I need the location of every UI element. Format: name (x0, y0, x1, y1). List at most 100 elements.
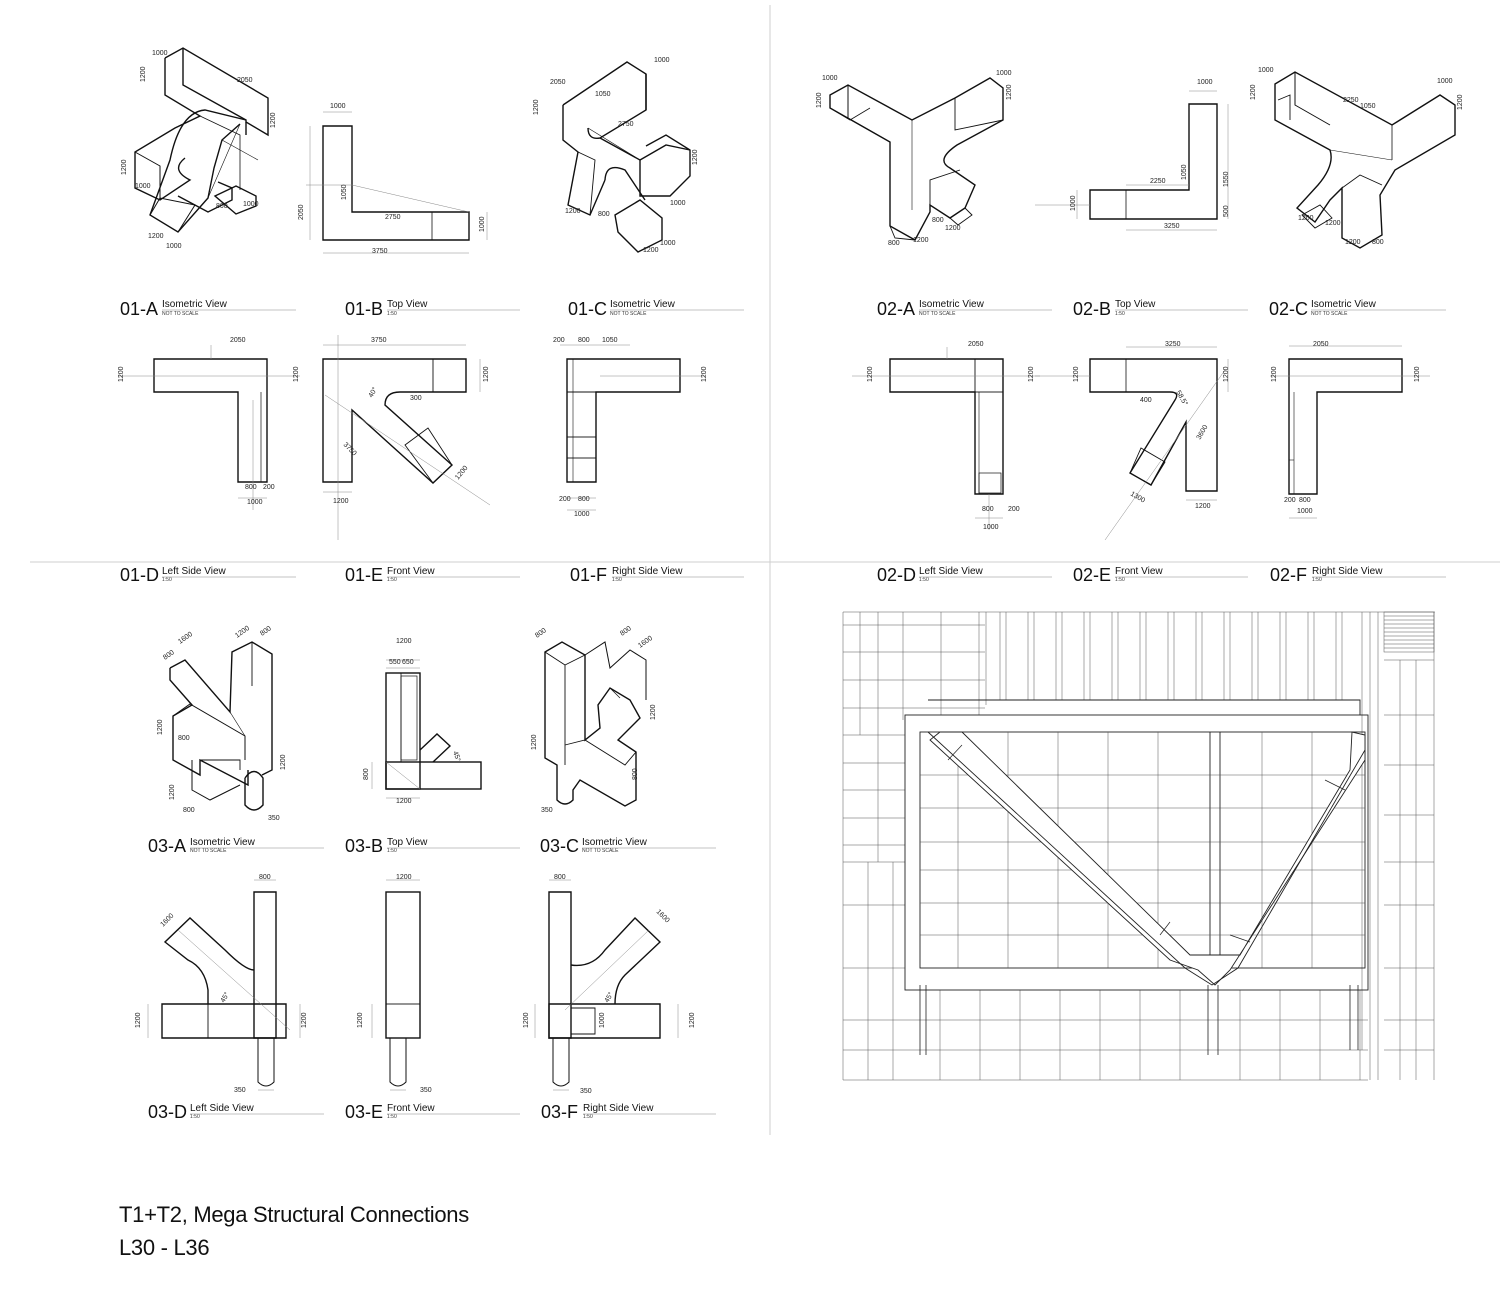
svg-text:800: 800 (632, 768, 639, 780)
svg-text:2050: 2050 (968, 341, 984, 348)
label-01-D: 01-D Left Side View 1:50 (120, 565, 296, 585)
svg-text:800: 800 (1299, 497, 1311, 504)
svg-text:1200: 1200 (1195, 503, 1211, 510)
svg-text:3750: 3750 (371, 337, 387, 344)
svg-text:2050: 2050 (298, 204, 305, 220)
svg-text:Front View: Front View (387, 566, 435, 577)
svg-text:Isometric View: Isometric View (610, 299, 676, 310)
svg-text:1200: 1200 (396, 638, 412, 645)
svg-text:1600: 1600 (159, 912, 175, 928)
svg-text:Isometric View: Isometric View (190, 837, 256, 848)
svg-text:Front View: Front View (387, 1103, 435, 1114)
drawing-02-F (1270, 345, 1430, 519)
svg-text:1:50: 1:50 (919, 577, 929, 583)
svg-text:02-F: 02-F (1270, 565, 1307, 585)
drawing-02-E (1035, 346, 1229, 541)
svg-text:800: 800 (178, 735, 190, 742)
svg-text:01-E: 01-E (345, 565, 383, 585)
svg-text:800: 800 (554, 874, 566, 881)
svg-text:2050: 2050 (1313, 341, 1329, 348)
drawing-03-A (169, 641, 273, 811)
svg-text:03-B: 03-B (345, 836, 383, 856)
svg-text:3250: 3250 (1165, 341, 1181, 348)
svg-text:1200: 1200 (650, 704, 657, 720)
svg-text:1:50: 1:50 (1312, 577, 1322, 583)
label-02-C: 02-C Isometric View NOT TO SCALE (1269, 299, 1446, 319)
svg-text:NOT TO SCALE: NOT TO SCALE (190, 848, 227, 854)
sheet-dividers (30, 5, 1500, 1135)
svg-text:1000: 1000 (822, 75, 838, 82)
label-03-B: 03-B Top View 1:50 (345, 836, 520, 856)
svg-text:2050: 2050 (237, 77, 253, 84)
svg-text:02-C: 02-C (1269, 299, 1308, 319)
svg-text:1000: 1000 (247, 499, 263, 506)
svg-text:1000: 1000 (135, 183, 151, 190)
svg-text:1200: 1200 (1223, 366, 1230, 382)
svg-text:500: 500 (1223, 205, 1230, 217)
svg-text:1000: 1000 (330, 103, 346, 110)
dims-03-B: 1200 550 650 800 45° 1200 (363, 638, 462, 805)
svg-text:1200: 1200 (169, 784, 176, 800)
drawing-02-C (1274, 71, 1456, 249)
svg-text:1200: 1200 (945, 225, 961, 232)
svg-text:1200: 1200 (135, 1012, 142, 1028)
svg-text:200: 200 (1008, 506, 1020, 513)
svg-text:1200: 1200 (483, 366, 490, 382)
dims-03-E: 1200 1200 350 (357, 874, 432, 1094)
svg-text:1200: 1200 (121, 159, 128, 175)
svg-text:1600: 1600 (637, 635, 654, 650)
svg-text:Front View: Front View (1115, 566, 1163, 577)
svg-text:1200: 1200 (1414, 366, 1421, 382)
label-03-E: 03-E Front View 1:50 (345, 1102, 520, 1122)
svg-text:1200: 1200 (454, 465, 469, 482)
label-02-B: 02-B Top View 1:50 (1073, 299, 1248, 319)
svg-text:1000: 1000 (243, 201, 259, 208)
svg-text:45°: 45° (603, 991, 615, 1004)
svg-text:2250: 2250 (1150, 178, 1166, 185)
facade-louvres (1383, 611, 1435, 1080)
svg-text:1:50: 1:50 (583, 1114, 593, 1120)
view-labels: 01-A Isometric View NOT TO SCALE 01-B To… (120, 299, 1446, 1122)
label-03-C: 03-C Isometric View NOT TO SCALE (540, 836, 716, 856)
drawing-01-E (322, 335, 491, 540)
label-03-D: 03-D Left Side View 1:50 (148, 1102, 324, 1122)
dims-01-B: 1000 2050 1050 2750 1000 3750 (298, 103, 486, 255)
svg-text:NOT TO SCALE: NOT TO SCALE (582, 848, 619, 854)
svg-text:1200: 1200 (1006, 84, 1013, 100)
svg-text:1000: 1000 (599, 1012, 606, 1028)
svg-text:01-F: 01-F (570, 565, 607, 585)
facade-fins (999, 612, 1379, 1080)
mega-frame (904, 699, 1369, 991)
label-01-C: 01-C Isometric View NOT TO SCALE (568, 299, 744, 319)
svg-text:350: 350 (234, 1087, 246, 1094)
label-01-A: 01-A Isometric View NOT TO SCALE (120, 299, 296, 319)
svg-text:800: 800 (534, 627, 548, 639)
svg-text:1200: 1200 (157, 719, 164, 735)
svg-text:200: 200 (263, 484, 275, 491)
svg-text:1200: 1200 (396, 874, 412, 881)
svg-text:NOT TO SCALE: NOT TO SCALE (162, 311, 199, 317)
svg-text:1000: 1000 (479, 216, 486, 232)
svg-text:1200: 1200 (692, 149, 699, 165)
drawing-01-A (134, 47, 269, 233)
svg-text:Isometric View: Isometric View (162, 299, 228, 310)
drawing-03-D (147, 879, 301, 1091)
svg-text:Top View: Top View (387, 837, 428, 848)
svg-text:01-D: 01-D (120, 565, 159, 585)
svg-text:3750: 3750 (372, 248, 388, 255)
svg-text:800: 800 (162, 649, 176, 661)
svg-text:1200: 1200 (148, 233, 164, 240)
dims-02-F: 2050 1200 1200 200 800 1000 (1271, 341, 1421, 515)
svg-text:200: 200 (1284, 497, 1296, 504)
svg-text:03-F: 03-F (541, 1102, 578, 1122)
svg-text:1000: 1000 (670, 200, 686, 207)
drawing-01-C (562, 61, 691, 253)
svg-text:800: 800 (183, 807, 195, 814)
label-01-F: 01-F Right Side View 1:50 (570, 565, 744, 585)
svg-text:Right Side View: Right Side View (1312, 566, 1383, 577)
svg-text:200: 200 (559, 496, 571, 503)
svg-text:40°: 40° (367, 386, 379, 399)
svg-text:1:50: 1:50 (1115, 577, 1125, 583)
svg-text:1200: 1200 (270, 112, 277, 128)
svg-text:1200: 1200 (234, 625, 251, 640)
